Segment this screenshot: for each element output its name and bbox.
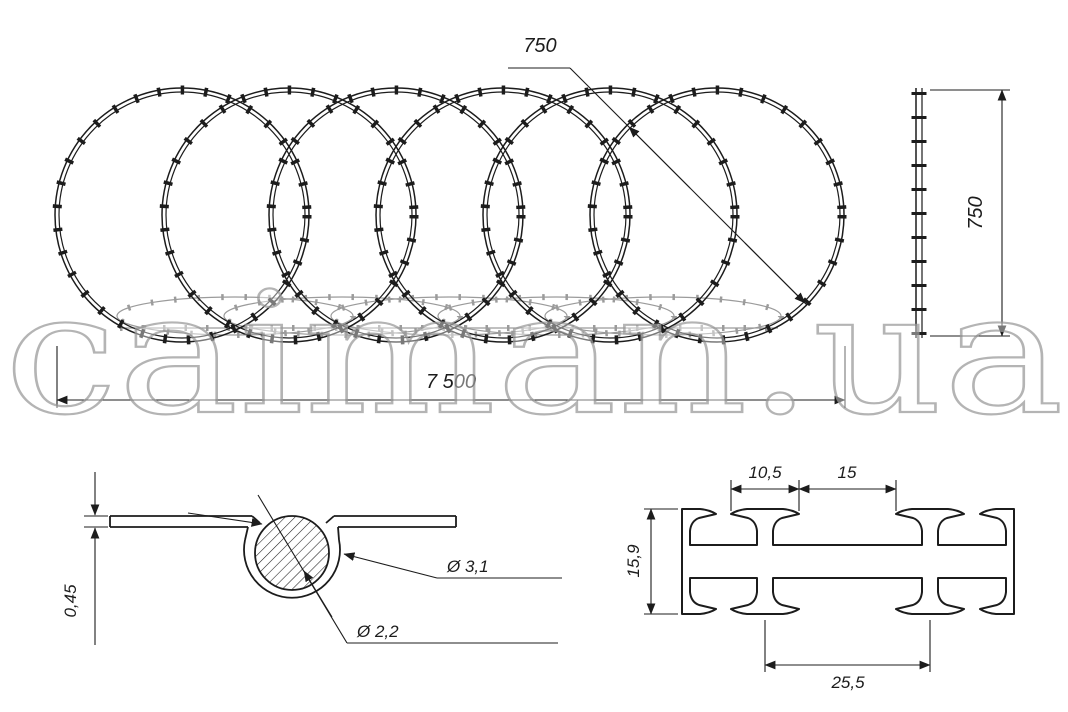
tape-thickness-dimension xyxy=(84,472,108,645)
coil-loop xyxy=(52,85,312,345)
coil-front-loops xyxy=(52,85,847,345)
coil-loop xyxy=(373,85,633,345)
coil-loop xyxy=(159,85,419,345)
concertina-side-view: 750 xyxy=(911,88,1010,338)
coil-height-dimension xyxy=(930,89,1010,337)
coil-loop xyxy=(266,85,526,345)
clamp-diameter-label: Ø 3,1 xyxy=(446,557,489,576)
watermark-text: caiman.ua xyxy=(4,256,1064,452)
tape-cross-section: 0,45 Ø 3,1 Ø 2,2 xyxy=(61,472,562,645)
barb-pitch-label: 25,5 xyxy=(830,673,865,692)
barb-pitch-dimension xyxy=(764,620,931,672)
coil-loop xyxy=(587,85,847,345)
barb-gap-label: 15 xyxy=(838,463,857,482)
clamp-diameter-leader xyxy=(187,512,562,579)
total-length-dimension xyxy=(56,346,846,408)
coil-loop xyxy=(480,85,740,345)
barb-tape-outline xyxy=(681,508,1015,615)
barb-cluster-width-label: 10,5 xyxy=(748,463,782,482)
tape-height-label: 15,9 xyxy=(624,544,643,578)
core-wire-section xyxy=(254,515,330,591)
coil-height-label: 750 xyxy=(965,196,987,229)
core-wire-diameter-label: Ø 2,2 xyxy=(356,622,399,641)
tape-profile xyxy=(109,515,457,599)
tape-height-dimension xyxy=(644,508,678,615)
coil-edge xyxy=(911,88,927,338)
barb-tape-profile: 10,5 15 15,9 25,5 xyxy=(624,463,1015,692)
total-length-label: 7 500 xyxy=(426,371,476,393)
concertina-front-view: 750 7 500 xyxy=(52,35,847,408)
coil-diameter-label: 750 xyxy=(523,35,556,57)
coil-diameter-dimension xyxy=(508,67,808,306)
tape-thickness-label: 0,45 xyxy=(61,584,80,618)
core-wire-diameter-leader xyxy=(257,494,558,644)
barb-width-dimensions xyxy=(730,480,897,511)
